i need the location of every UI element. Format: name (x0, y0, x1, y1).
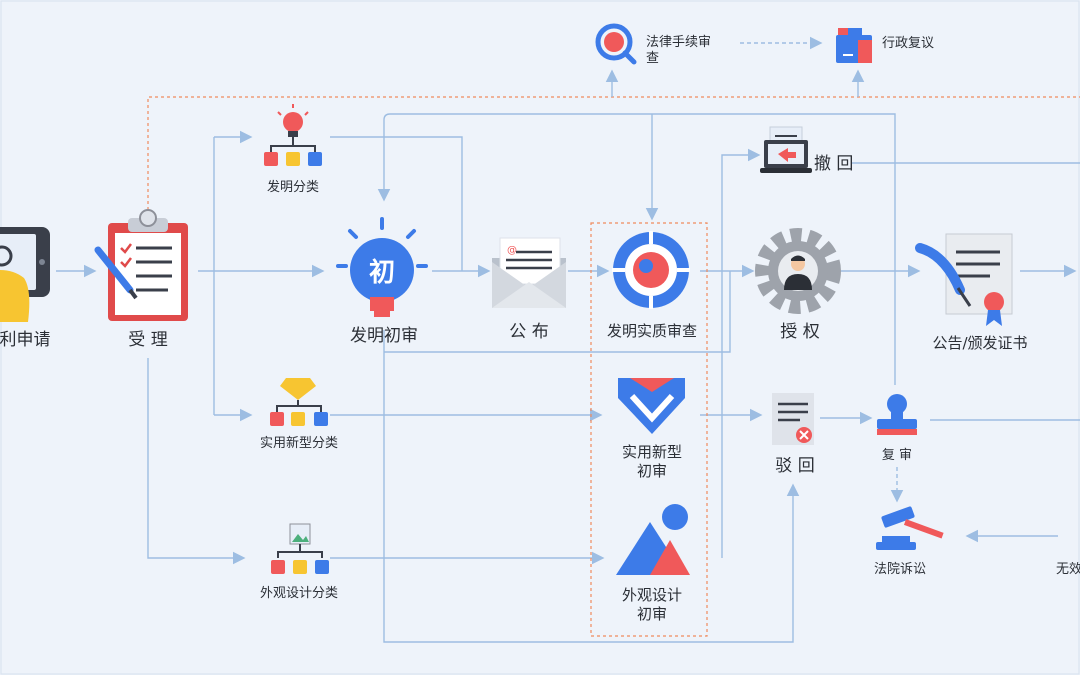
diamond-tree-icon (270, 378, 328, 426)
label-reject: 驳 回 (775, 456, 815, 476)
label-invention-classify: 发明分类 (266, 180, 319, 195)
label-apply: 利申请 (0, 330, 51, 350)
label-substantive: 发明实质审查 (606, 322, 697, 340)
magnifier-icon (595, 23, 637, 65)
label-withdraw: 撤 回 (814, 154, 854, 174)
edge-accept-design (147, 358, 246, 565)
label-accept: 受 理 (128, 330, 168, 350)
lightbulb-tree-icon (264, 104, 322, 166)
picture-tree-icon (271, 523, 329, 574)
certificate-icon (915, 233, 1013, 326)
label-invalid: 无效 (1056, 562, 1080, 577)
label-court: 法院诉讼 (873, 562, 926, 577)
edge-withdraw-bus (721, 148, 761, 558)
tablet-hand-icon (0, 227, 50, 322)
dashed-top-route (147, 96, 1080, 210)
chu-glyph: 初 (369, 258, 395, 288)
idea-bulb-icon: 初 (336, 217, 428, 317)
dashed-routes (147, 96, 1080, 637)
label-utility-prelim: 实用新型 初审 (621, 443, 682, 480)
label-reexam: 复 审 (881, 448, 913, 463)
clipboard-icon (94, 209, 188, 321)
edge-classify-prelim (330, 136, 463, 271)
label-legal-review: 法律手续审 查 (646, 35, 712, 67)
connectors (56, 36, 1080, 643)
edge-top-bus (383, 113, 896, 385)
edge-prelim-mid (384, 271, 731, 353)
label-design-prelim: 外观设计 初审 (621, 586, 682, 623)
folder-icon (836, 28, 872, 63)
v-shield-icon (618, 378, 685, 434)
label-grant: 授 权 (780, 322, 820, 342)
edge-prelim-bottom (383, 330, 800, 643)
gavel-icon (876, 506, 944, 550)
target-icon (612, 231, 690, 309)
label-invention-prelim: 发明初审 (350, 326, 418, 346)
gear-person-icon (755, 228, 841, 314)
label-publish: 公 布 (509, 322, 549, 342)
laptop-return-icon (760, 126, 812, 173)
label-utility-classify: 实用新型分类 (259, 436, 338, 451)
stamp-icon (877, 394, 917, 435)
label-design-classify: 外观设计分类 (259, 586, 338, 601)
at-glyph: @ (507, 245, 517, 256)
dashed-up-arrows (605, 69, 865, 97)
label-certificate: 公告/颁发证书 (932, 334, 1028, 352)
label-admin-review: 行政复议 (882, 36, 935, 51)
envelope-icon: @ (492, 237, 566, 308)
mountains-icon (616, 504, 690, 575)
rejected-document-icon (772, 393, 814, 445)
